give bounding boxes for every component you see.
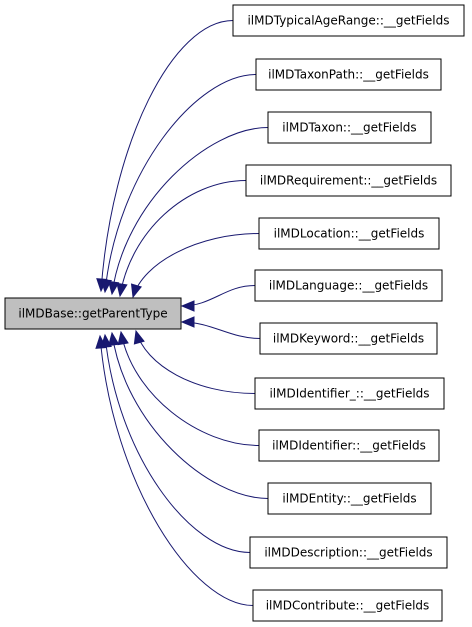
caller-node-label: ilMDDescription::__getFields <box>264 546 432 560</box>
caller-node-box <box>232 4 465 37</box>
caller-node[interactable]: ilMDTypicalAgeRange::__getFields <box>232 4 465 37</box>
caller-node-box <box>267 482 432 515</box>
caller-node-box <box>252 589 443 622</box>
edge-line <box>111 127 269 295</box>
caller-node-label: ilMDLanguage::__getFields <box>269 279 428 293</box>
caller-node-box <box>259 322 438 355</box>
root-node-box <box>4 297 182 330</box>
edge-line <box>100 20 234 292</box>
caller-node[interactable]: ilMDLocation::__getFields <box>258 217 440 250</box>
edge-arrowhead <box>133 329 145 345</box>
root-node-label: ilMDBase::getParentType <box>18 307 167 321</box>
caller-node[interactable]: ilMDContribute::__getFields <box>252 589 443 622</box>
caller-node[interactable]: ilMDDescription::__getFields <box>249 536 448 569</box>
graph-edges <box>95 20 269 606</box>
caller-node[interactable]: ilMDEntity::__getFields <box>267 482 432 515</box>
caller-node-box <box>245 164 452 197</box>
caller-node-box <box>258 217 440 250</box>
caller-node[interactable]: ilMDKeyword::__getFields <box>259 322 438 355</box>
caller-node[interactable]: ilMDTaxon::__getFields <box>267 111 432 144</box>
caller-node-box <box>249 536 448 569</box>
edge-line <box>132 233 260 298</box>
edge-line <box>119 180 247 297</box>
caller-node-label: ilMDContribute::__getFields <box>266 599 430 613</box>
edge-arrowhead <box>130 283 142 299</box>
caller-node-box <box>258 429 440 462</box>
caller-node[interactable]: ilMDIdentifier_::__getFields <box>254 377 445 410</box>
edge-line <box>120 331 260 446</box>
caller-node-box <box>254 377 445 410</box>
edge-arrowhead <box>117 330 129 346</box>
caller-node[interactable]: ilMDTaxonPath::__getFields <box>255 58 442 91</box>
caller-node-label: ilMDKeyword::__getFields <box>273 332 424 346</box>
caller-nodes: ilMDTypicalAgeRange::__getFieldsilMDTaxo… <box>232 4 465 622</box>
edge-arrowhead <box>108 331 120 347</box>
root-node[interactable]: ilMDBase::getParentType <box>4 297 182 330</box>
caller-node[interactable]: ilMDLanguage::__getFields <box>254 269 443 302</box>
edge-line <box>135 330 256 394</box>
caller-node-label: ilMDTaxonPath::__getFields <box>268 68 429 82</box>
caller-node-label: ilMDRequirement::__getFields <box>260 174 437 188</box>
caller-node-box <box>254 269 443 302</box>
edge-arrowhead <box>95 334 107 349</box>
edge-line <box>99 335 254 606</box>
caller-node-label: ilMDIdentifier_::__getFields <box>269 387 429 401</box>
edge-arrowhead <box>180 300 195 312</box>
caller-node-label: ilMDLocation::__getFields <box>274 227 425 241</box>
edge-line <box>104 74 257 293</box>
edge-arrowhead <box>116 282 128 298</box>
edge-arrowhead <box>180 316 195 328</box>
edge-line <box>104 334 251 553</box>
edge-arrowhead <box>107 280 120 296</box>
caller-node-label: ilMDTaxon::__getFields <box>282 121 416 135</box>
edge-line <box>111 332 269 499</box>
caller-node-label: ilMDTypicalAgeRange::__getFields <box>247 14 449 28</box>
caller-node[interactable]: ilMDIdentifier::__getFields <box>258 429 440 462</box>
caller-node-box <box>267 111 432 144</box>
caller-node-label: ilMDIdentifier::__getFields <box>272 439 426 453</box>
caller-node[interactable]: ilMDRequirement::__getFields <box>245 164 452 197</box>
caller-node-box <box>255 58 442 91</box>
caller-node-label: ilMDEntity::__getFields <box>282 492 416 506</box>
